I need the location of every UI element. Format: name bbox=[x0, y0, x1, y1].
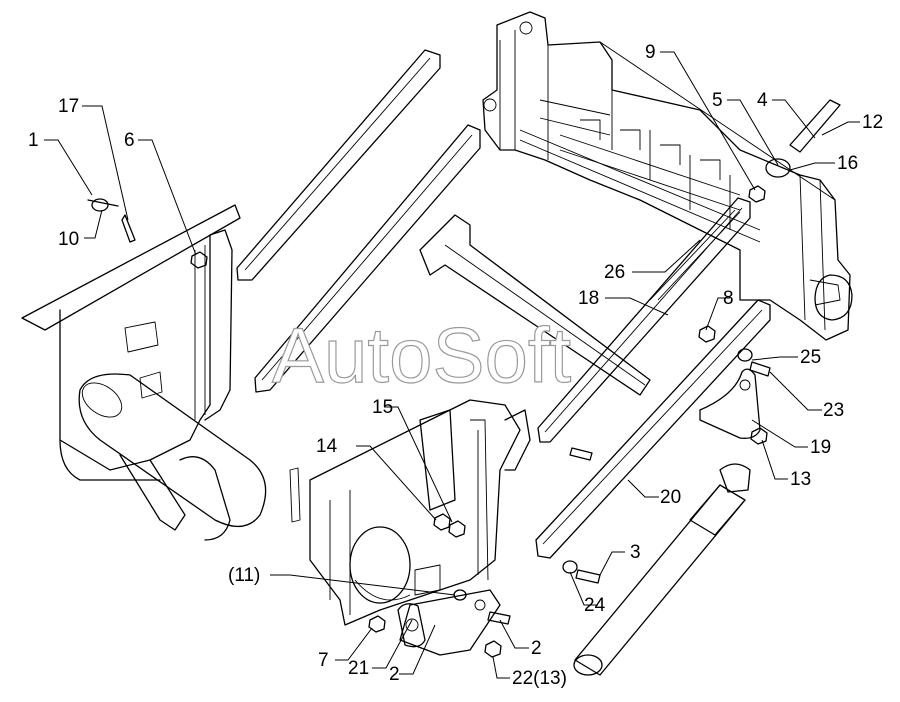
leader-lines bbox=[44, 51, 860, 679]
callout-23: 23 bbox=[823, 400, 844, 421]
watermark: AutoSoft bbox=[272, 311, 572, 399]
fasteners bbox=[87, 99, 841, 658]
callout-12: 12 bbox=[862, 112, 883, 133]
callout-7: 7 bbox=[318, 650, 329, 671]
callout-18: 18 bbox=[578, 288, 599, 309]
callout-25: 25 bbox=[800, 347, 821, 368]
callout-16: 16 bbox=[837, 153, 858, 174]
rear-frame bbox=[482, 11, 853, 341]
callout-2-left: 2 bbox=[389, 664, 400, 685]
callout-15: 15 bbox=[372, 397, 393, 418]
callout-22-13: 22(13) bbox=[512, 668, 567, 689]
callout-17: 17 bbox=[58, 96, 79, 117]
callout-14: 14 bbox=[316, 436, 338, 457]
callout-5: 5 bbox=[712, 90, 723, 111]
callout-10: 10 bbox=[58, 229, 79, 250]
callout-3: 3 bbox=[630, 542, 641, 563]
pivot-plate bbox=[397, 589, 501, 656]
callout-6: 6 bbox=[124, 130, 135, 151]
callout-labels: 17 1 10 6 9 5 4 12 16 26 18 8 25 23 19 1… bbox=[28, 42, 883, 689]
callout-2-right: 2 bbox=[531, 638, 542, 659]
callout-1: 1 bbox=[28, 130, 39, 151]
callout-19: 19 bbox=[810, 437, 831, 458]
callout-20: 20 bbox=[660, 487, 681, 508]
callout-13: 13 bbox=[790, 469, 811, 490]
callout-4: 4 bbox=[757, 90, 768, 111]
lower-frame bbox=[309, 399, 531, 626]
bracket-19 bbox=[699, 368, 761, 439]
callout-8: 8 bbox=[723, 288, 734, 309]
callout-24: 24 bbox=[584, 595, 606, 616]
rails bbox=[236, 49, 771, 559]
main-frame bbox=[21, 204, 301, 541]
callout-9: 9 bbox=[645, 42, 656, 63]
callout-11: (11) bbox=[228, 565, 260, 586]
hydraulic-cylinder bbox=[573, 463, 751, 676]
callout-21: 21 bbox=[348, 658, 369, 679]
callout-26: 26 bbox=[604, 262, 625, 283]
